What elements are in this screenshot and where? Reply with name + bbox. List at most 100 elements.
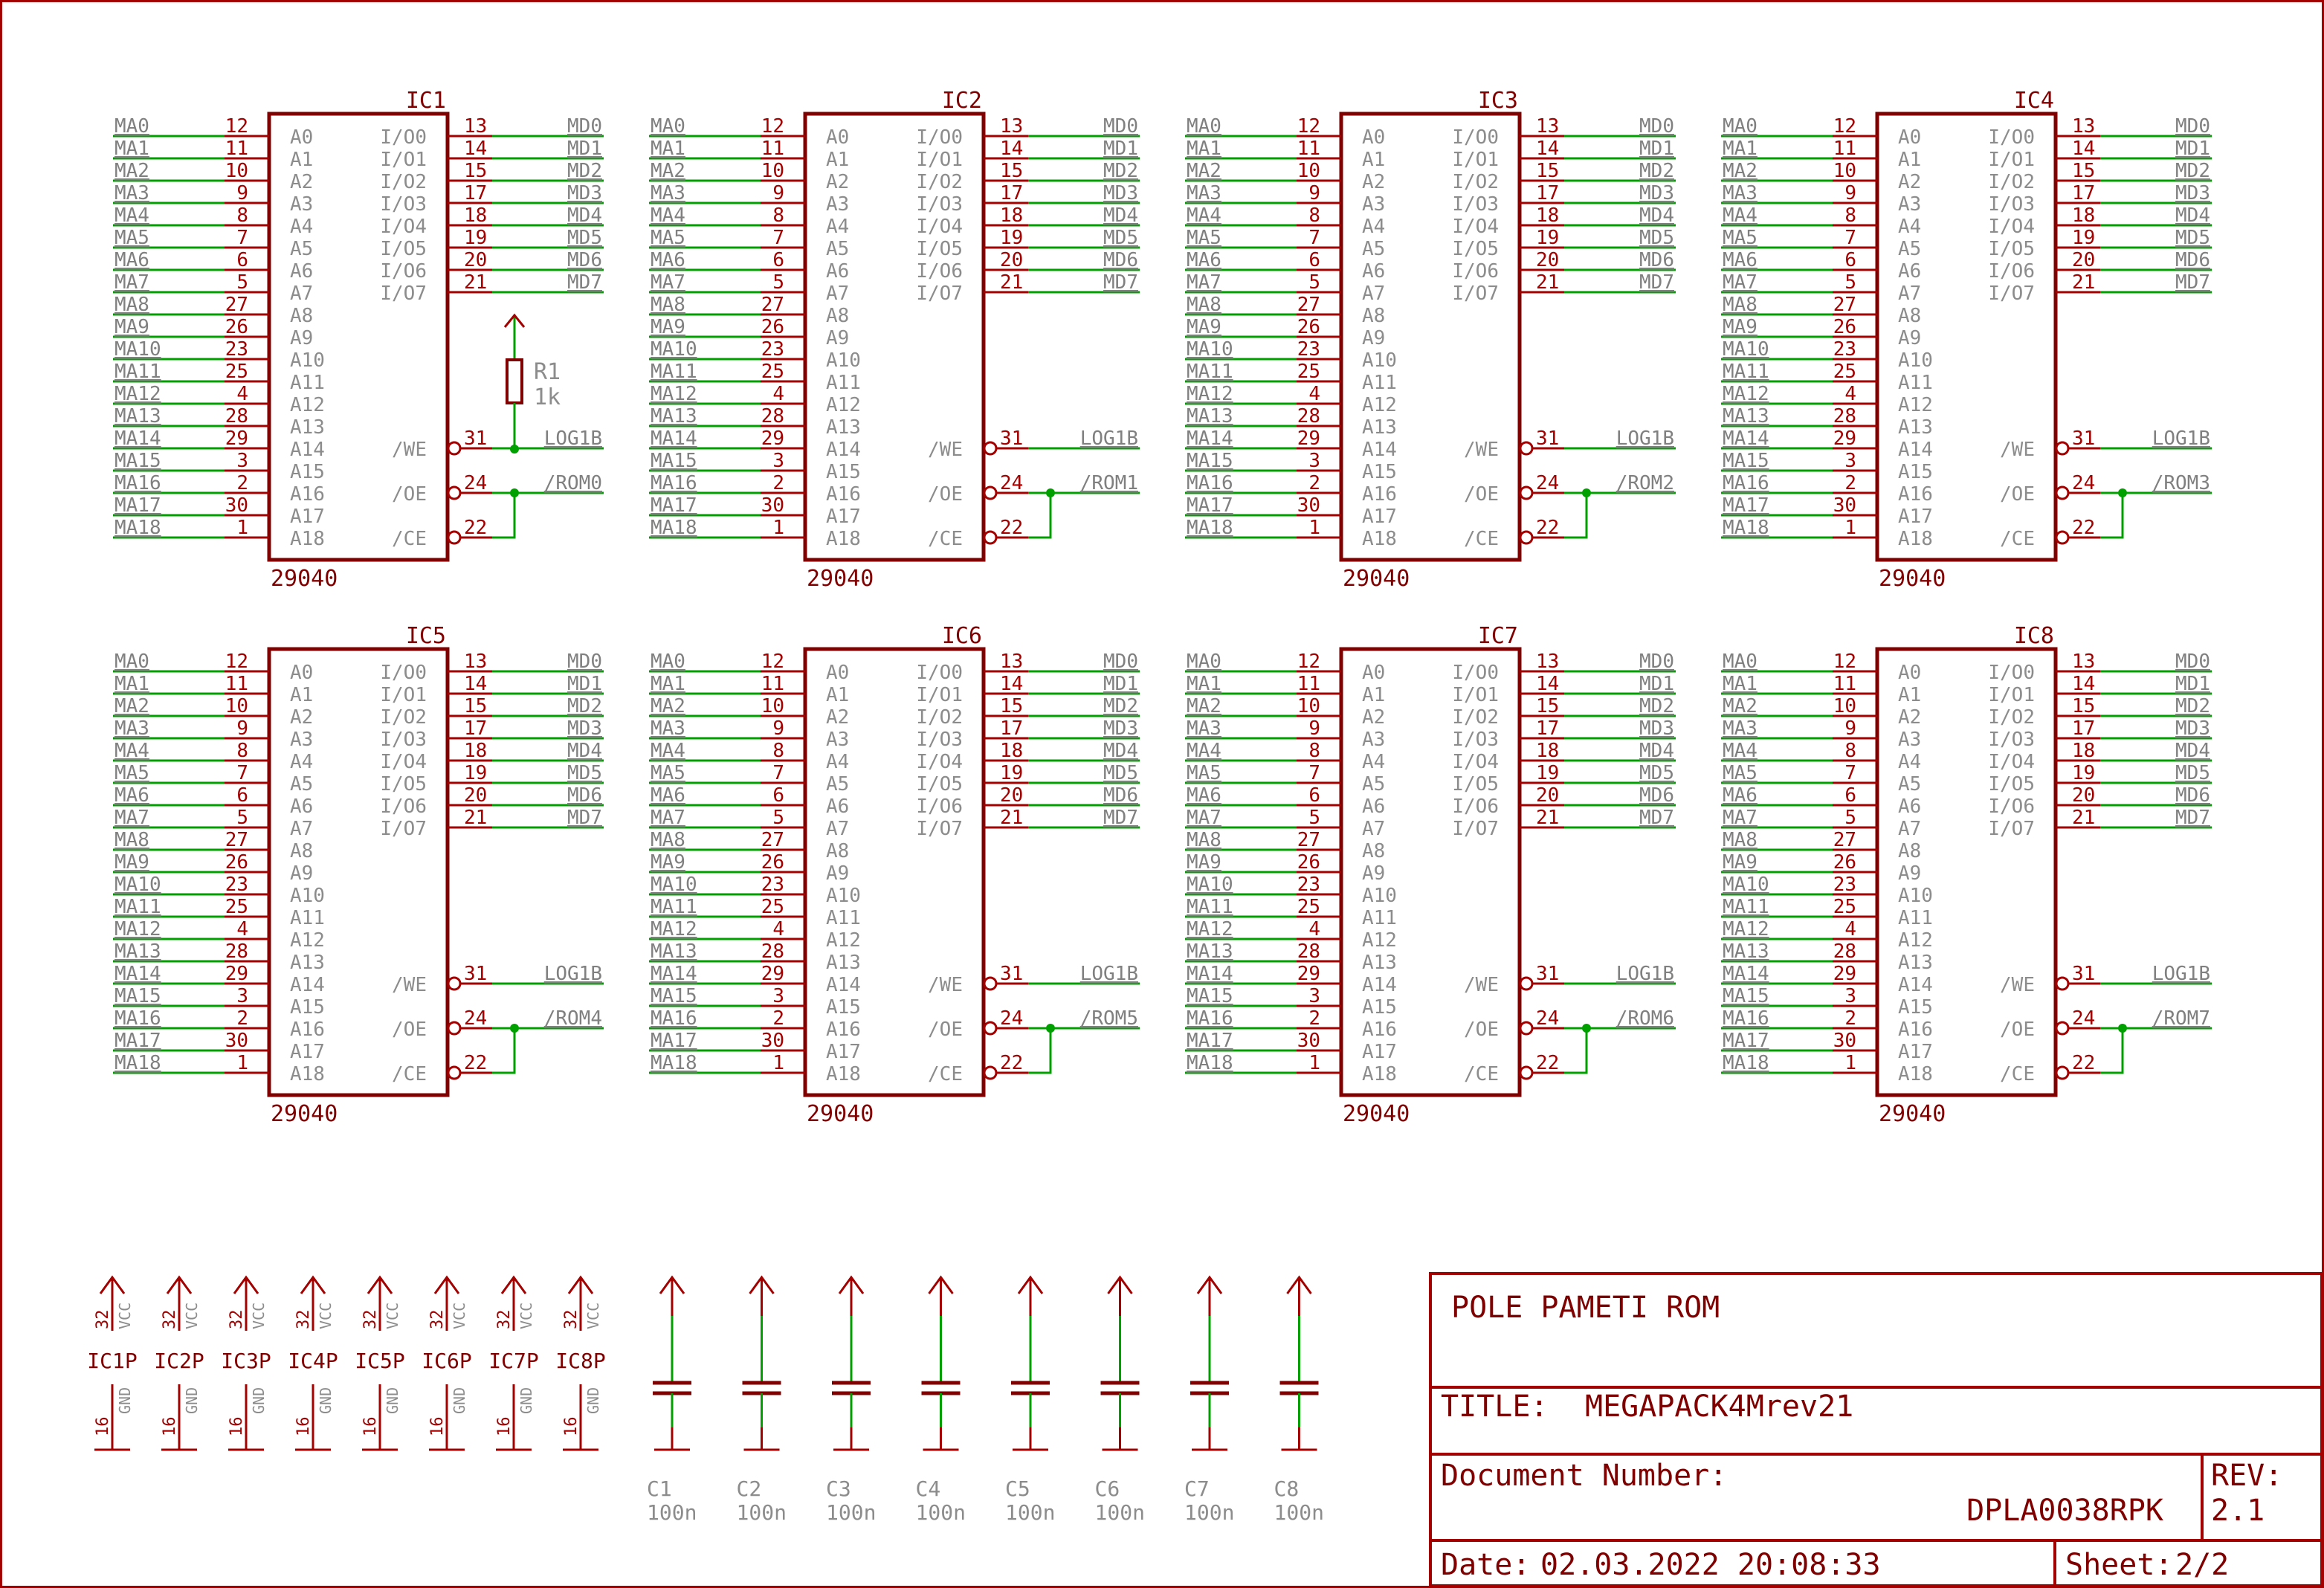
net-label: MA2	[651, 695, 685, 717]
capacitor-name: C8	[1274, 1476, 1300, 1501]
pin-name: A4	[290, 751, 313, 773]
ic-name: IC6	[942, 623, 982, 649]
pin-name: I/O6	[916, 260, 963, 283]
pin-number: 29	[225, 963, 248, 985]
pin-name: I/O3	[1988, 193, 2035, 216]
pin-name: A7	[290, 283, 313, 305]
pin-name: A13	[1362, 416, 1397, 439]
net-label: MA11	[651, 361, 697, 383]
pin-name: I/O3	[916, 193, 963, 216]
net-label: MA1	[651, 138, 685, 160]
pin-number: 13	[2072, 115, 2095, 138]
net-label: /ROM4	[544, 1007, 602, 1030]
pin-number: 15	[464, 695, 487, 717]
pin-name: A11	[290, 907, 325, 929]
net-label: /ROM6	[1616, 1007, 1674, 1030]
net-label: MA3	[1187, 182, 1221, 204]
net-label: MA11	[114, 896, 161, 918]
pin-name: A16	[1898, 483, 1933, 506]
pin-number: 29	[225, 427, 248, 450]
pin-name: I/O7	[1452, 818, 1499, 840]
net-label: MA2	[1723, 695, 1757, 717]
pin-number: 18	[1000, 204, 1023, 227]
pin-name: A12	[1362, 394, 1397, 416]
net-label: MD3	[567, 182, 602, 204]
net-label: MA14	[651, 427, 697, 450]
pin-number: 23	[761, 338, 784, 361]
net-label: MD0	[2175, 115, 2210, 138]
junction-dot	[1582, 1024, 1591, 1033]
pin-name: A6	[1898, 795, 1921, 818]
resistor-value: 1k	[534, 384, 561, 410]
pin-name: A11	[1898, 907, 1933, 929]
capacitor-value: 100n	[1095, 1500, 1145, 1525]
pin-name: A9	[1898, 862, 1921, 885]
pin-number: 9	[236, 182, 248, 204]
pin-name: I/O5	[380, 773, 427, 795]
pin-name: I/O0	[380, 126, 427, 149]
pin-name: A11	[826, 372, 861, 394]
ic-value: 29040	[1879, 1101, 1946, 1127]
pin-number: 7	[772, 762, 784, 784]
pin-number: 7	[1844, 227, 1856, 249]
pin-number: 13	[2072, 651, 2095, 673]
pin-name: /WE	[2000, 974, 2035, 996]
pin-name: I/O6	[916, 795, 963, 818]
pin-number: 1	[1308, 517, 1320, 539]
pin-number: 23	[1297, 338, 1320, 361]
pin-name: A8	[826, 305, 849, 327]
pin-number: 31	[464, 427, 487, 450]
net-label: MA16	[114, 1007, 161, 1030]
pin-number: 21	[1000, 807, 1023, 829]
pin-number: 24	[1536, 1007, 1559, 1030]
pin-number: 12	[1833, 651, 1856, 673]
pin-number: 13	[464, 115, 487, 138]
net-label: MD6	[1639, 784, 1674, 807]
pin-number: 7	[772, 227, 784, 249]
pin-name: A6	[826, 260, 849, 283]
gnd-label: GND	[183, 1387, 201, 1414]
pin-number: 22	[1000, 517, 1023, 539]
pin-number: 28	[1297, 405, 1320, 427]
pin-name: I/O4	[1452, 751, 1499, 773]
supply-arrow-icon	[503, 313, 526, 328]
date-value: 02.03.2022 20:08:33	[1540, 1548, 1881, 1582]
pin-number: 7	[1308, 227, 1320, 249]
net-label: MA4	[114, 740, 149, 762]
net-label: /ROM5	[1080, 1007, 1138, 1030]
pin-name: A16	[290, 483, 325, 506]
net-label: MA12	[1187, 383, 1233, 405]
pin-name: A6	[1362, 795, 1385, 818]
net-label: MD6	[1103, 784, 1138, 807]
pin-name: I/O3	[1988, 729, 2035, 751]
pin-name: A2	[1362, 171, 1385, 193]
net-label: MD4	[567, 204, 602, 227]
ic-name: IC4	[2014, 88, 2054, 114]
pin-name: I/O6	[1988, 795, 2035, 818]
pin-number: 26	[761, 851, 784, 874]
net-label: MA4	[1187, 740, 1221, 762]
pin-number: 5	[236, 271, 248, 294]
pin-number: 3	[1844, 985, 1856, 1007]
net-label: MA12	[1723, 918, 1769, 940]
pin-name: A2	[1898, 171, 1921, 193]
net-label: MA17	[1723, 1030, 1769, 1052]
pin-name: A12	[826, 394, 861, 416]
net-label: MA10	[1723, 338, 1769, 361]
net-label: MD3	[1639, 717, 1674, 740]
pin-name: I/O7	[1988, 283, 2035, 305]
vcc-pin-number: 32	[161, 1310, 179, 1330]
pin-number: 31	[1536, 963, 1559, 985]
inverter-bubble-icon	[447, 976, 462, 991]
pin-number: 29	[1833, 427, 1856, 450]
pin-name: I/O6	[380, 260, 427, 283]
net-wire	[2100, 1028, 2124, 1074]
net-label: MA3	[1723, 717, 1757, 740]
pin-name: I/O6	[1452, 795, 1499, 818]
power-part-name: IC6P	[422, 1349, 471, 1373]
vcc-arrow-icon	[433, 1275, 460, 1294]
pin-number: 22	[2072, 517, 2095, 539]
net-label: LOG1B	[544, 427, 602, 450]
ic-ic3: IC329040A012MA0A111MA1A210MA2A39MA3A48MA…	[1185, 88, 1676, 592]
net-label: MA5	[114, 762, 149, 784]
